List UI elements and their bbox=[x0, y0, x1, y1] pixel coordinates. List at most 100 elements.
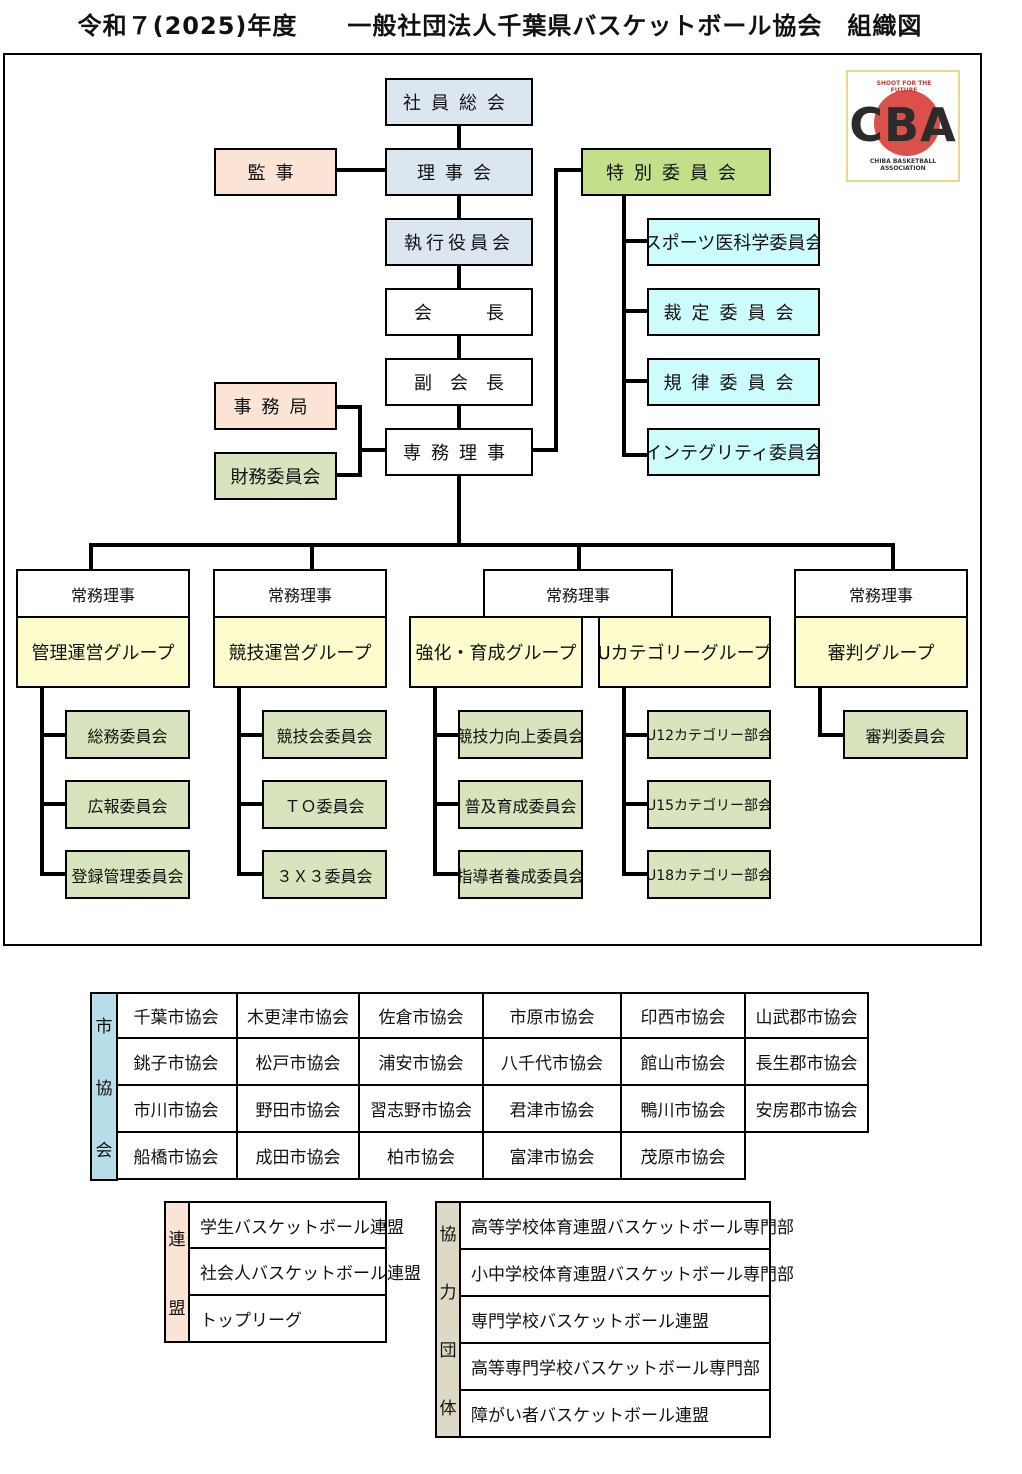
connector-line bbox=[622, 686, 626, 876]
city-association-cell: 銚子市協会 bbox=[116, 1039, 238, 1086]
executive-director-label: 常務理事 bbox=[16, 569, 190, 618]
board-of-directors-box: 理事会 bbox=[385, 148, 533, 196]
league-item: トップリーグ bbox=[200, 1311, 302, 1331]
connector-line bbox=[818, 686, 822, 737]
cooperating-org-item: 高等専門学校バスケットボール専門部 bbox=[461, 1344, 769, 1391]
executive-director-label: 常務理事 bbox=[213, 569, 387, 618]
logo-letters: CBA bbox=[849, 98, 957, 152]
committee-box: 競技力向上委員会 bbox=[458, 710, 583, 759]
city-association-cell: 柏市協会 bbox=[360, 1133, 484, 1180]
competition-group-box: 競技運営グループ bbox=[213, 616, 387, 688]
logo-tagline: SHOOT FOR THE FUTURE bbox=[876, 80, 932, 94]
connector-line bbox=[89, 543, 93, 571]
connector-line bbox=[891, 543, 895, 571]
city-association-cell: 成田市協会 bbox=[238, 1133, 360, 1180]
sports-medicine-committee-box: スポーツ医科学委員会 bbox=[647, 218, 820, 266]
cooperating-org-item: 高等学校体育連盟バスケットボール専門部 bbox=[461, 1203, 794, 1250]
connector-line bbox=[554, 168, 558, 452]
connector-line bbox=[457, 475, 461, 545]
executive-director-label: 常務理事 bbox=[483, 569, 673, 618]
connector-line bbox=[336, 168, 386, 172]
discipline-committee-box: 規律委員会 bbox=[647, 358, 820, 406]
connector-line bbox=[358, 448, 386, 452]
page-title: 令和７(2025)年度 一般社団法人千葉県バスケットボール協会 組織図 bbox=[77, 12, 923, 40]
finance-committee-box: 財務委員会 bbox=[214, 452, 337, 500]
connector-line bbox=[358, 405, 362, 477]
city-association-cell: 茂原市協会 bbox=[622, 1133, 746, 1180]
u-category-group-box: Uカテゴリーグループ bbox=[598, 616, 771, 688]
auditor-box: 監事 bbox=[214, 148, 337, 196]
connector-line bbox=[622, 195, 626, 457]
cooperating-orgs-table: 協 力 団 体 高等学校体育連盟バスケットボール専門部 小中学校体育連盟バスケッ… bbox=[435, 1201, 794, 1438]
cooperating-orgs-label: 協 力 団 体 bbox=[437, 1203, 461, 1436]
city-association-cell: 佐倉市協会 bbox=[360, 992, 484, 1039]
connector-line bbox=[457, 265, 461, 289]
connector-line bbox=[237, 872, 263, 876]
city-association-cell: 習志野市協会 bbox=[360, 1086, 484, 1133]
city-association-cell: 浦安市協会 bbox=[360, 1039, 484, 1086]
connector-line bbox=[433, 802, 459, 806]
committee-box: ３Ｘ３委員会 bbox=[262, 850, 387, 899]
cooperating-org-item: 専門学校バスケットボール連盟 bbox=[461, 1297, 769, 1344]
connector-line bbox=[237, 802, 263, 806]
committee-box: 登録管理委員会 bbox=[65, 850, 190, 899]
connector-line bbox=[622, 872, 648, 876]
general-meeting-box: 社員総会 bbox=[385, 78, 533, 126]
referee-group-box: 審判グループ bbox=[794, 616, 968, 688]
committee-box: 広報委員会 bbox=[65, 780, 190, 829]
connector-line bbox=[40, 872, 66, 876]
city-association-cell: 館山市協会 bbox=[622, 1039, 746, 1086]
cba-logo: SHOOT FOR THE FUTURE CBA CHIBA BASKETBAL… bbox=[846, 70, 960, 182]
connector-line bbox=[433, 872, 459, 876]
connector-line bbox=[40, 686, 44, 876]
cooperating-org-item: 障がい者バスケットボール連盟 bbox=[471, 1406, 709, 1426]
connector-line bbox=[40, 802, 66, 806]
connector-line bbox=[433, 733, 459, 737]
city-association-cell: 八千代市協会 bbox=[484, 1039, 622, 1086]
connector-line bbox=[336, 405, 362, 409]
secretariat-box: 事務局 bbox=[214, 382, 337, 430]
connector-line bbox=[622, 239, 648, 243]
city-association-cell: 君津市協会 bbox=[484, 1086, 622, 1133]
connector-line bbox=[433, 686, 437, 876]
city-association-cell: 市川市協会 bbox=[116, 1086, 238, 1133]
committee-box: 審判委員会 bbox=[843, 710, 968, 759]
city-association-cell: 鴨川市協会 bbox=[622, 1086, 746, 1133]
city-association-cell: 市原市協会 bbox=[484, 992, 622, 1039]
city-association-cell: 松戸市協会 bbox=[238, 1039, 360, 1086]
connector-line bbox=[622, 453, 648, 457]
city-association-cell: 安房郡市協会 bbox=[746, 1086, 869, 1133]
leagues-table: 連 盟 学生バスケットボール連盟 社会人バスケットボール連盟 トップリーグ bbox=[164, 1201, 421, 1343]
logo-subtitle: CHIBA BASKETBALL ASSOCIATION bbox=[869, 158, 937, 172]
arbitration-committee-box: 裁定委員会 bbox=[647, 288, 820, 336]
org-chart-frame bbox=[3, 53, 982, 946]
city-association-cell: 千葉市協会 bbox=[116, 992, 238, 1039]
committee-box: U12カテゴリー部会 bbox=[647, 710, 771, 759]
city-association-cell: 船橋市協会 bbox=[116, 1133, 238, 1180]
committee-box: 指導者養成委員会 bbox=[458, 850, 583, 899]
managing-director-box: 専務理事 bbox=[385, 428, 533, 476]
city-association-cell: 野田市協会 bbox=[238, 1086, 360, 1133]
city-association-cell: 長生郡市協会 bbox=[746, 1039, 869, 1086]
connector-line bbox=[457, 125, 461, 149]
committee-box: 競技会委員会 bbox=[262, 710, 387, 759]
connector-line bbox=[457, 335, 461, 359]
league-item: 社会人バスケットボール連盟 bbox=[190, 1249, 421, 1296]
president-box: 会 長 bbox=[385, 288, 533, 336]
admin-group-box: 管理運営グループ bbox=[16, 616, 190, 688]
connector-line bbox=[40, 733, 66, 737]
cooperating-org-item: 小中学校体育連盟バスケットボール専門部 bbox=[461, 1250, 794, 1297]
development-group-box: 強化・育成グループ bbox=[409, 616, 583, 688]
city-association-cell: 富津市協会 bbox=[484, 1133, 622, 1180]
special-committee-box: 特別委員会 bbox=[581, 148, 771, 196]
committee-box: U15カテゴリー部会 bbox=[647, 780, 771, 829]
connector-line bbox=[532, 448, 558, 452]
connector-line bbox=[237, 733, 263, 737]
connector-line bbox=[237, 686, 241, 876]
leagues-label: 連 盟 bbox=[166, 1203, 190, 1341]
connector-line bbox=[89, 543, 895, 547]
city-association-cell: 山武郡市協会 bbox=[746, 992, 869, 1039]
integrity-committee-box: インテグリティ委員会 bbox=[647, 428, 820, 476]
connector-line bbox=[457, 195, 461, 219]
connector-line bbox=[622, 802, 648, 806]
